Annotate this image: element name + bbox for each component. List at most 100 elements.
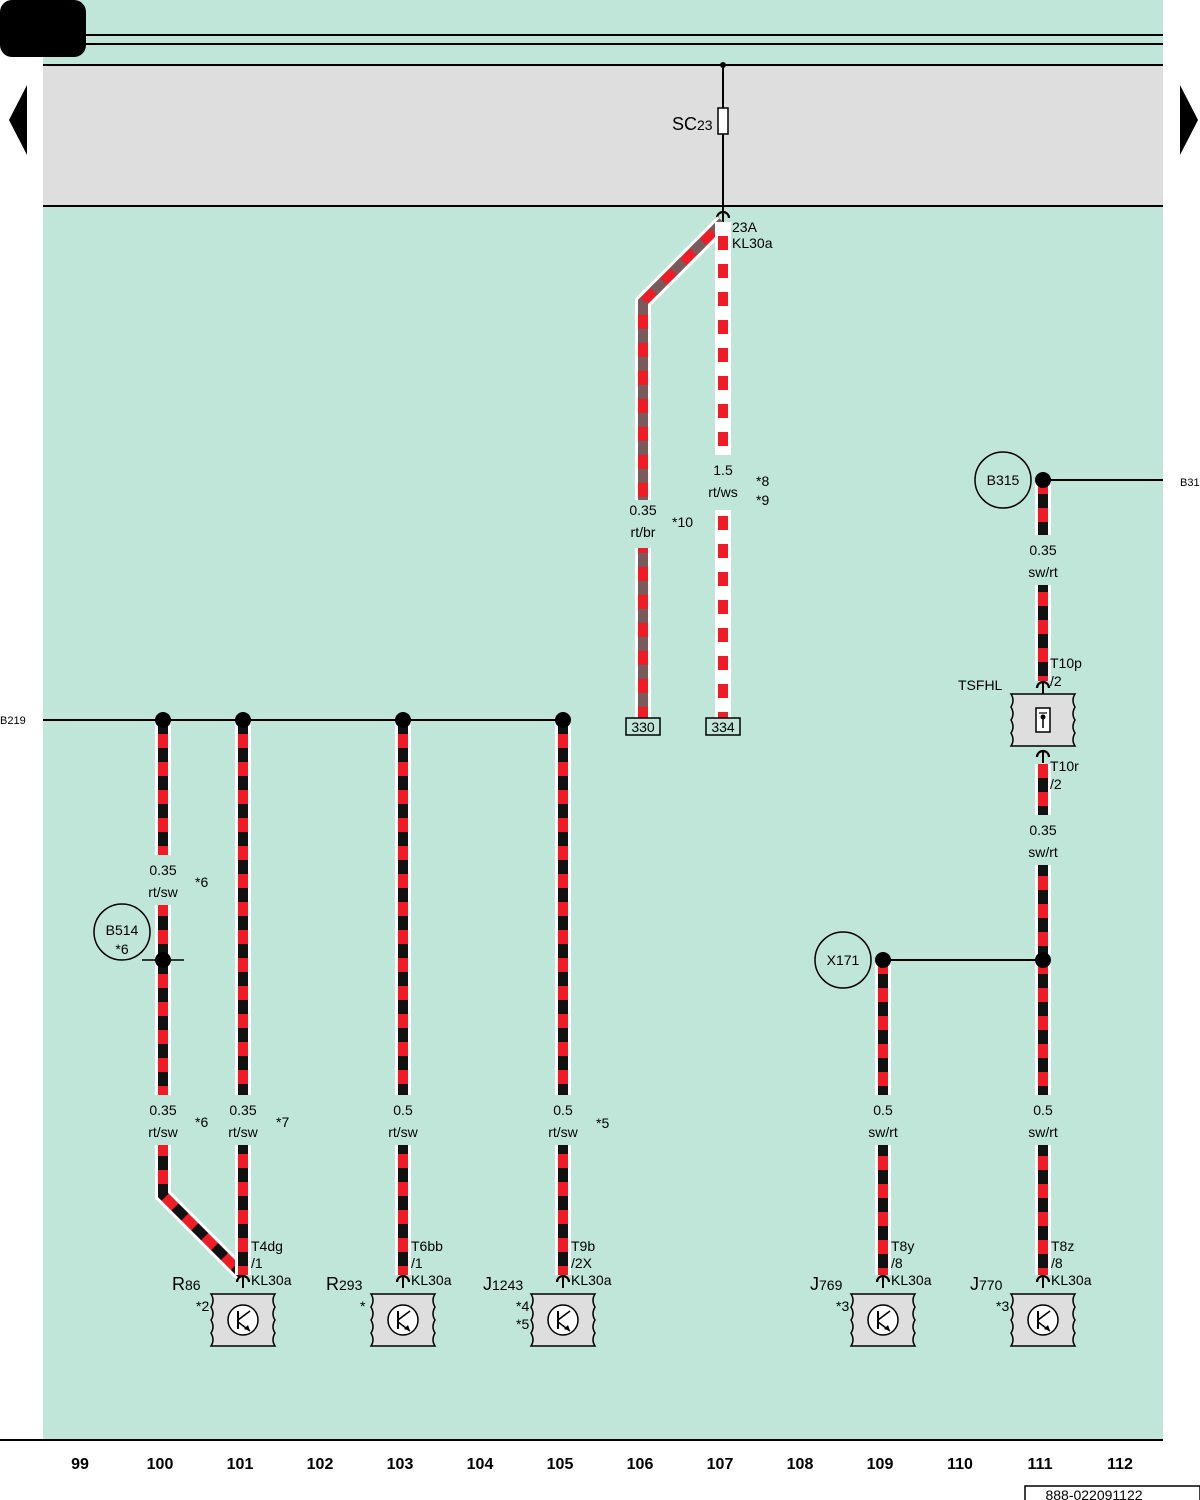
junction-b315 [1035,472,1051,488]
w100-bot-color: rt/sw [148,1124,178,1140]
control-unit-icon[interactable] [530,1293,596,1347]
junction-101 [235,712,251,728]
x171-node [814,931,872,989]
control-unit-icon[interactable] [210,1293,276,1347]
component-j1243[interactable]: J1243 *4 *5 T9b /2X KL30a [483,1238,612,1347]
w100-bot-size: 0.35 [149,1102,176,1118]
w100-bot-note: *6 [195,1114,208,1130]
column-number: 109 [867,1456,894,1473]
w103-color: rt/sw [388,1124,418,1140]
triangle-left-icon[interactable] [9,85,27,155]
j769-pin: /8 [891,1255,903,1271]
j1243-note1: *4 [516,1298,529,1314]
component-r86[interactable]: R86 *2 T4dg /1 KL30a [172,1238,292,1347]
w101-color: rt/sw [228,1124,258,1140]
wire-100-lower [155,960,249,1281]
j1243-note2: *5 [516,1316,529,1332]
j770-note: *3 [996,1298,1009,1314]
x171-label: X171 [827,952,860,968]
component-j769[interactable]: J769 *3 T8y /8 KL30a [810,1238,932,1347]
wire-100-upper-label-gap [153,855,173,905]
w111-mid-size: 0.35 [1029,822,1056,838]
wire-107-label-gap [713,455,733,510]
r293-label: R293 [326,1274,363,1294]
b514-node [93,903,151,961]
tsfhl-pin-bot: /2 [1050,776,1062,792]
column-number: 106 [627,1456,654,1473]
column-number: 100 [147,1456,174,1473]
wire-103-label-gap [393,1095,413,1145]
junction-b514 [155,952,171,968]
fuse-icon [717,107,729,135]
r86-label: R86 [172,1274,201,1294]
b315-edge-label: B31 [1180,477,1200,489]
b315-node [974,451,1032,509]
column-number: 103 [387,1456,414,1473]
w100-top-color: rt/sw [148,884,178,900]
column-number: 101 [227,1456,254,1473]
fuse-terminal-label: 23A [732,219,758,235]
fuse-terminal-sub: KL30a [732,235,773,251]
w111-top-color: sw/rt [1028,564,1058,580]
j769-conn: T8y [891,1238,914,1254]
ref-box-334[interactable] [705,717,741,736]
column-number: 104 [467,1456,494,1473]
tsfhl-label: TSFHL [958,677,1003,693]
component-j770[interactable]: J770 *3 T8z /8 KL30a [970,1238,1092,1347]
fuse-top-junction [720,62,726,68]
control-unit-icon[interactable] [370,1293,436,1347]
component-r293[interactable]: R293 * T6bb /1 KL30a [326,1238,452,1347]
wire-105-label-gap [553,1095,573,1145]
w101-note: *7 [276,1114,289,1130]
tsfhl-conn-top: T10p [1050,655,1082,671]
fuse-panel [43,65,1163,206]
r293-conn: T6bb [411,1238,443,1254]
j1243-term: KL30a [571,1272,612,1288]
tsfhl-switch [1009,693,1077,747]
wires [153,216,1053,1281]
r293-term: KL30a [411,1272,452,1288]
ref-334-label[interactable]: 334 [711,719,735,735]
w107-note1: *8 [756,473,769,489]
triangle-right-icon[interactable] [1180,85,1198,155]
r86-pin: /1 [251,1255,263,1271]
junction-x171 [875,952,891,968]
column-number: 105 [547,1456,574,1473]
tsfhl-conn-bot: T10r [1050,758,1079,774]
diagram-id: 888-022091122 [1045,1487,1142,1500]
wire-111-bot-label-gap [1033,1095,1053,1145]
ref-box-330[interactable] [625,717,661,736]
b315-label: B315 [987,472,1020,488]
wire-111-mid-label-gap [1033,815,1053,865]
j1243-conn: T9b [571,1238,595,1254]
w111-bot-size: 0.5 [1033,1102,1053,1118]
control-unit-icon[interactable] [1010,1293,1076,1347]
wire-111-top-label-gap [1033,535,1053,585]
w105-color: rt/sw [548,1124,578,1140]
j770-conn: T8z [1051,1238,1074,1254]
control-unit-icon[interactable] [850,1293,916,1347]
j769-term: KL30a [891,1272,932,1288]
w106-color: rt/br [631,524,656,540]
tsfhl-pin-top: /2 [1050,673,1062,689]
r293-pin: /1 [411,1255,423,1271]
j769-label: J769 [810,1274,843,1294]
column-number: 112 [1107,1456,1133,1473]
wire-106-label-gap [633,500,653,548]
w107-color: rt/ws [708,484,738,500]
w107-note2: *9 [756,492,769,508]
r293-note: * [360,1298,366,1314]
junction-100 [155,712,171,728]
column-number: 107 [707,1456,734,1473]
b219-label: B219 [0,715,26,727]
wire-109-label-gap [873,1095,893,1145]
w107-size: 1.5 [713,462,733,478]
j770-label: J770 [970,1274,1003,1294]
j769-note: *3 [836,1298,849,1314]
j1243-pin: /2X [571,1255,593,1271]
w100-top-note: *6 [195,874,208,890]
j770-pin: /8 [1051,1255,1063,1271]
ref-330-label[interactable]: 330 [631,719,655,735]
header-tab [0,0,86,57]
diagram-id-box [1024,1485,1200,1500]
